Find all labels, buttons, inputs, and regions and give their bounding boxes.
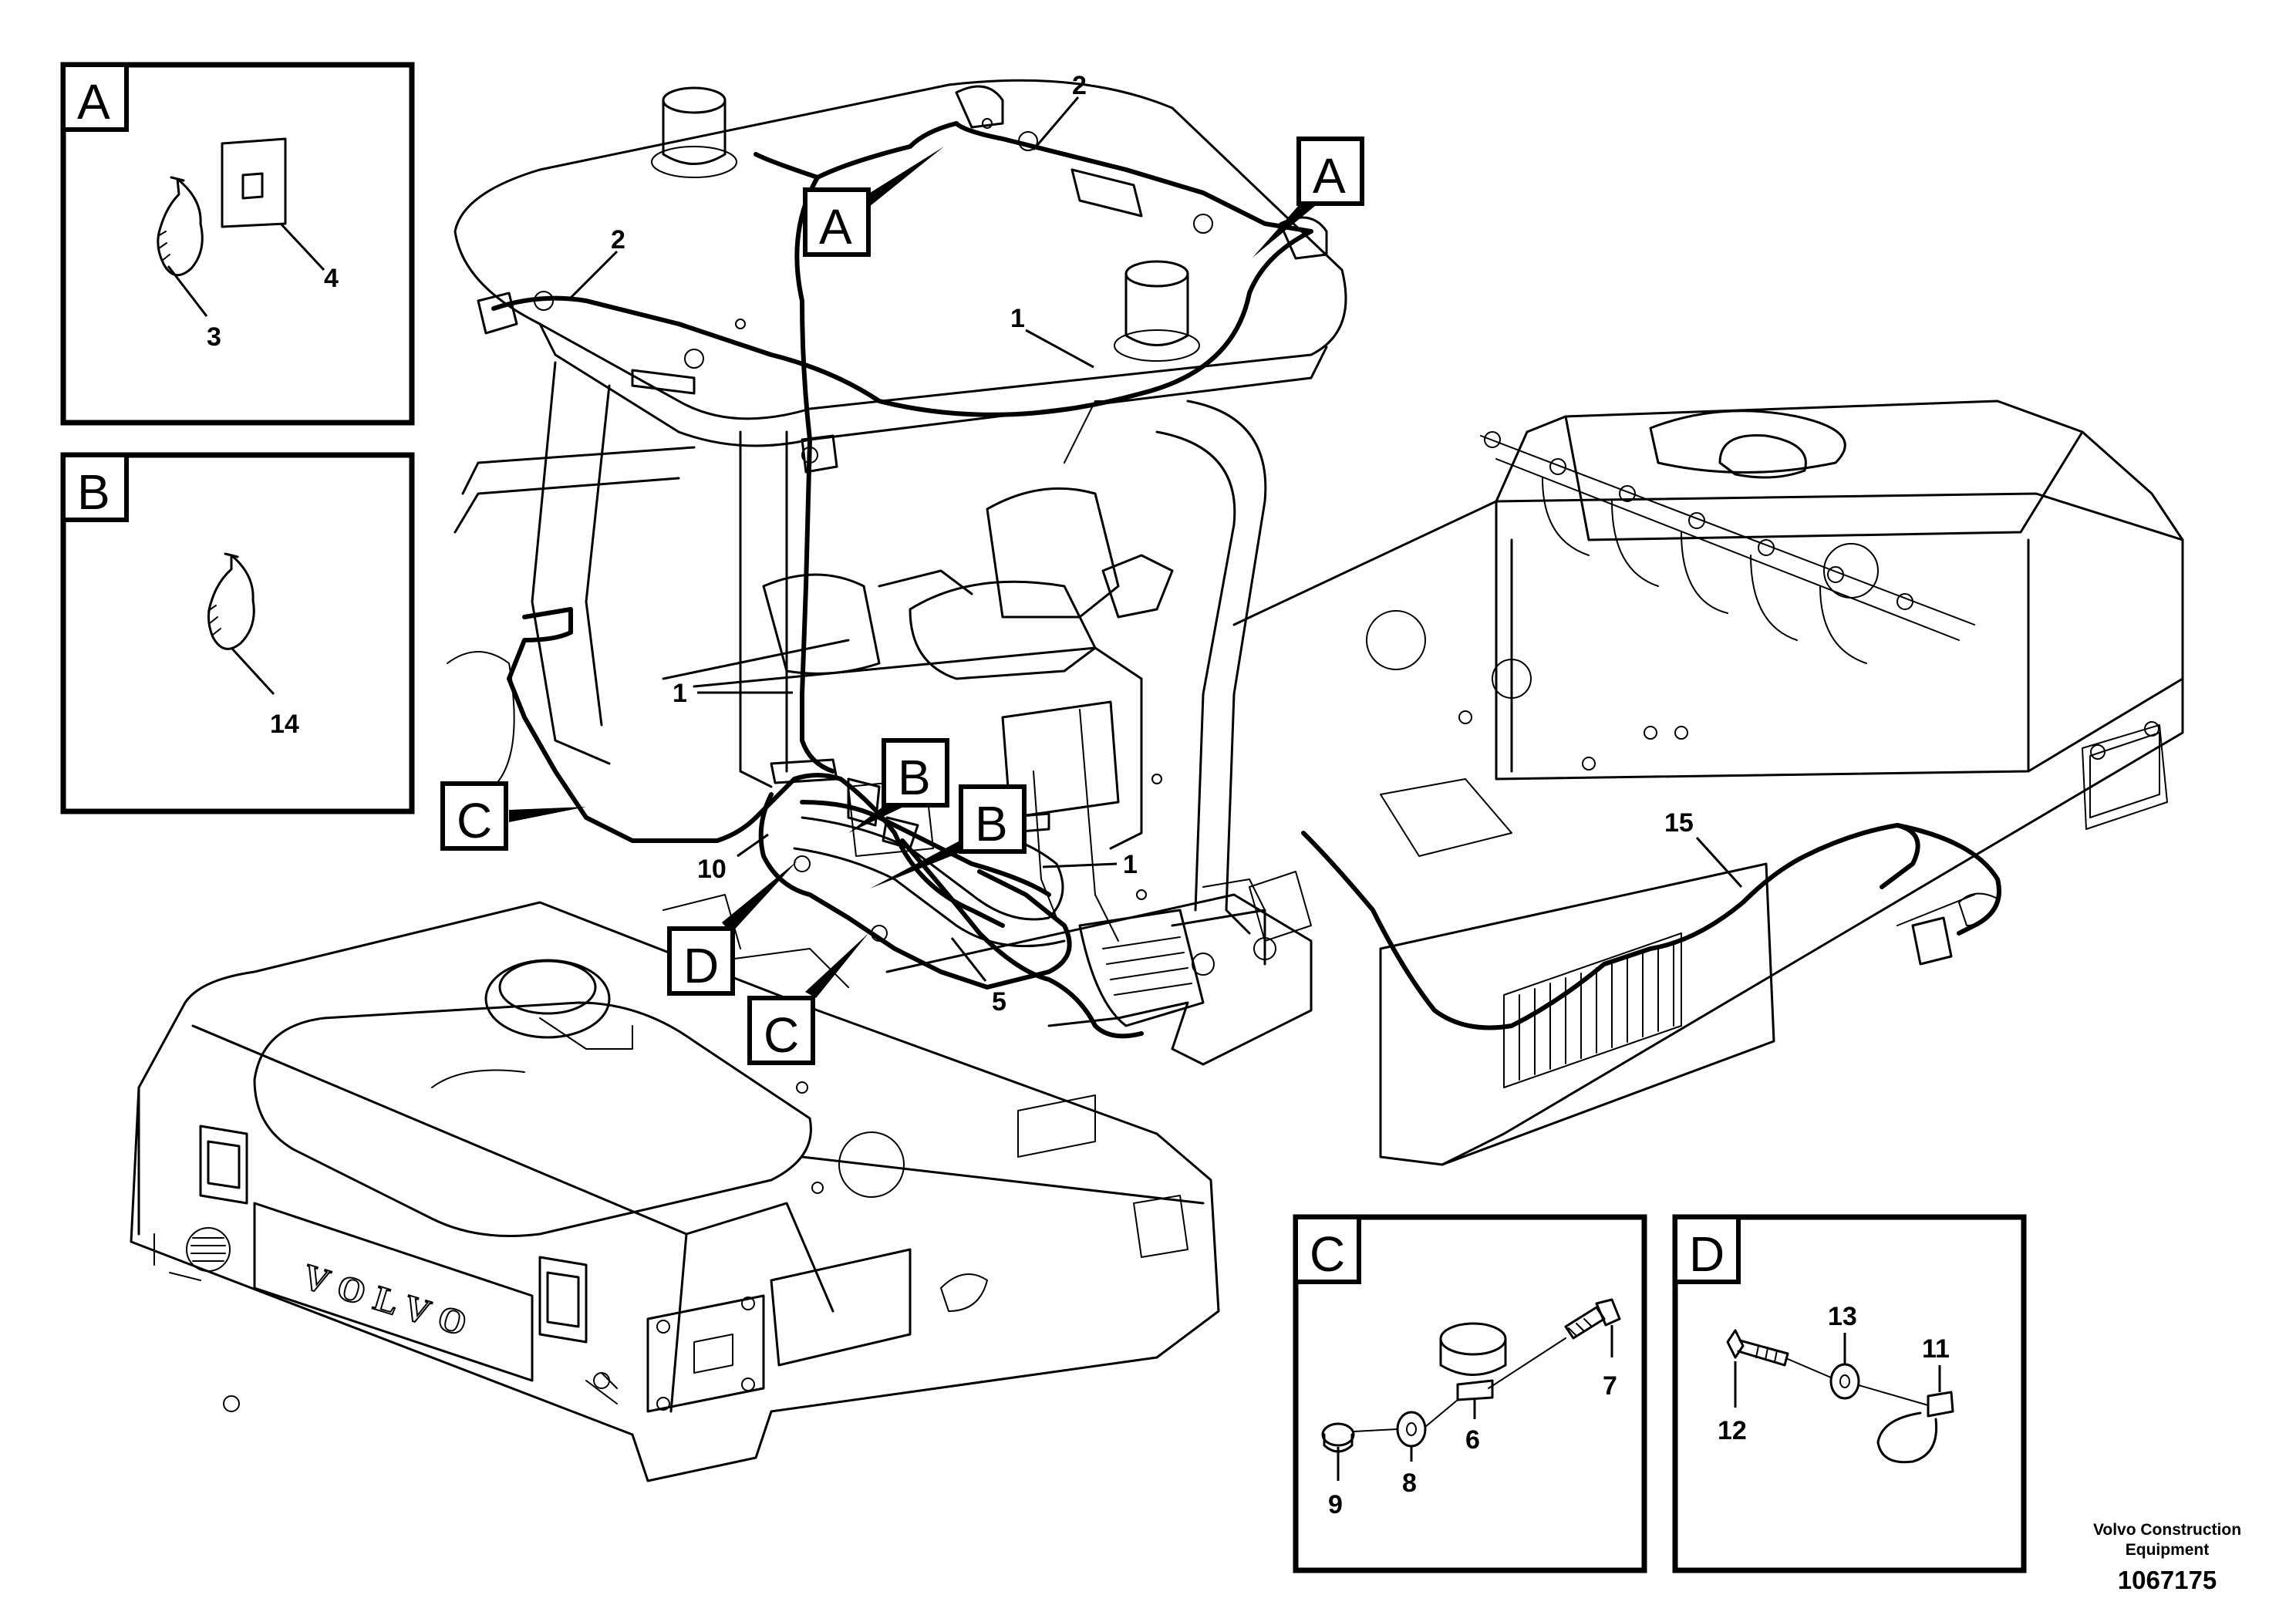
callout-9: 9 (1328, 1490, 1343, 1519)
machine-illustration: VOLVO (130, 79, 2184, 1482)
callout-6: 6 (1465, 1425, 1480, 1455)
pillar-harness (800, 437, 835, 774)
footer-company-line1: Volvo Construction (2093, 1521, 2241, 1539)
callout-4: 4 (324, 264, 339, 293)
svg-text:A: A (819, 199, 852, 255)
detail-box-d: D 12 13 11 (1672, 1214, 2027, 1573)
detail-box-a: A 3 4 (60, 62, 415, 426)
footer-drawing-number: 1067175 (2118, 1566, 2217, 1594)
detail-box-c-letter: C (1310, 1226, 1345, 1282)
callouts: 2 2 1 1 1 10 5 15 (569, 71, 1743, 1017)
svg-text:A: A (1313, 148, 1346, 204)
lower-harness (758, 792, 1072, 990)
ref-tag-b-lower (959, 784, 1027, 854)
cab-rops (447, 79, 1347, 1027)
callout-12: 12 (1718, 1416, 1747, 1445)
wiring-harnesses (477, 85, 2001, 1039)
detail-box-a-letter: A (77, 74, 110, 130)
reference-tags: A A B B C C D (440, 137, 1364, 1065)
callout-2-left: 2 (611, 225, 625, 255)
ref-tag-d (667, 926, 735, 996)
detail-box-b: B 14 (60, 452, 415, 814)
callout-15: 15 (1664, 808, 1694, 838)
rear-frame (1232, 400, 2184, 1166)
callout-14: 14 (270, 710, 299, 739)
mid-frame (885, 878, 1313, 1066)
callout-1-roof: 1 (1010, 304, 1025, 333)
svg-text:C: C (764, 1007, 799, 1063)
ref-tag-c-left (440, 781, 508, 851)
rear-harness (1301, 823, 1920, 1030)
detail-box-b-letter: B (77, 464, 110, 520)
callout-3: 3 (207, 322, 221, 352)
svg-text:D: D (683, 938, 719, 993)
callout-13: 13 (1828, 1302, 1857, 1331)
svg-text:B: B (898, 750, 931, 805)
ref-tag-b-upper (882, 738, 949, 808)
roof-harness (491, 121, 1313, 417)
callout-8: 8 (1402, 1469, 1417, 1498)
callout-5: 5 (992, 987, 1006, 1017)
svg-text:C: C (457, 793, 492, 848)
ref-tag-c-lower (747, 996, 815, 1065)
detail-box-d-letter: D (1689, 1226, 1725, 1282)
callout-11: 11 (1922, 1334, 1950, 1364)
ref-tag-a-right (1296, 137, 1364, 206)
svg-text:B: B (975, 796, 1008, 851)
detail-box-c: C 9 8 6 7 (1293, 1214, 1647, 1573)
callout-1-right: 1 (1123, 850, 1138, 879)
ref-tag-a-left (803, 187, 871, 257)
drawing-footer: Volvo Construction Equipment 1067175 (2093, 1521, 2241, 1594)
footer-company-line2: Equipment (2126, 1541, 2210, 1559)
callout-7: 7 (1603, 1371, 1617, 1401)
callout-1-pillar: 1 (673, 679, 687, 708)
callout-10: 10 (697, 855, 727, 884)
callout-2-top: 2 (1072, 71, 1087, 100)
